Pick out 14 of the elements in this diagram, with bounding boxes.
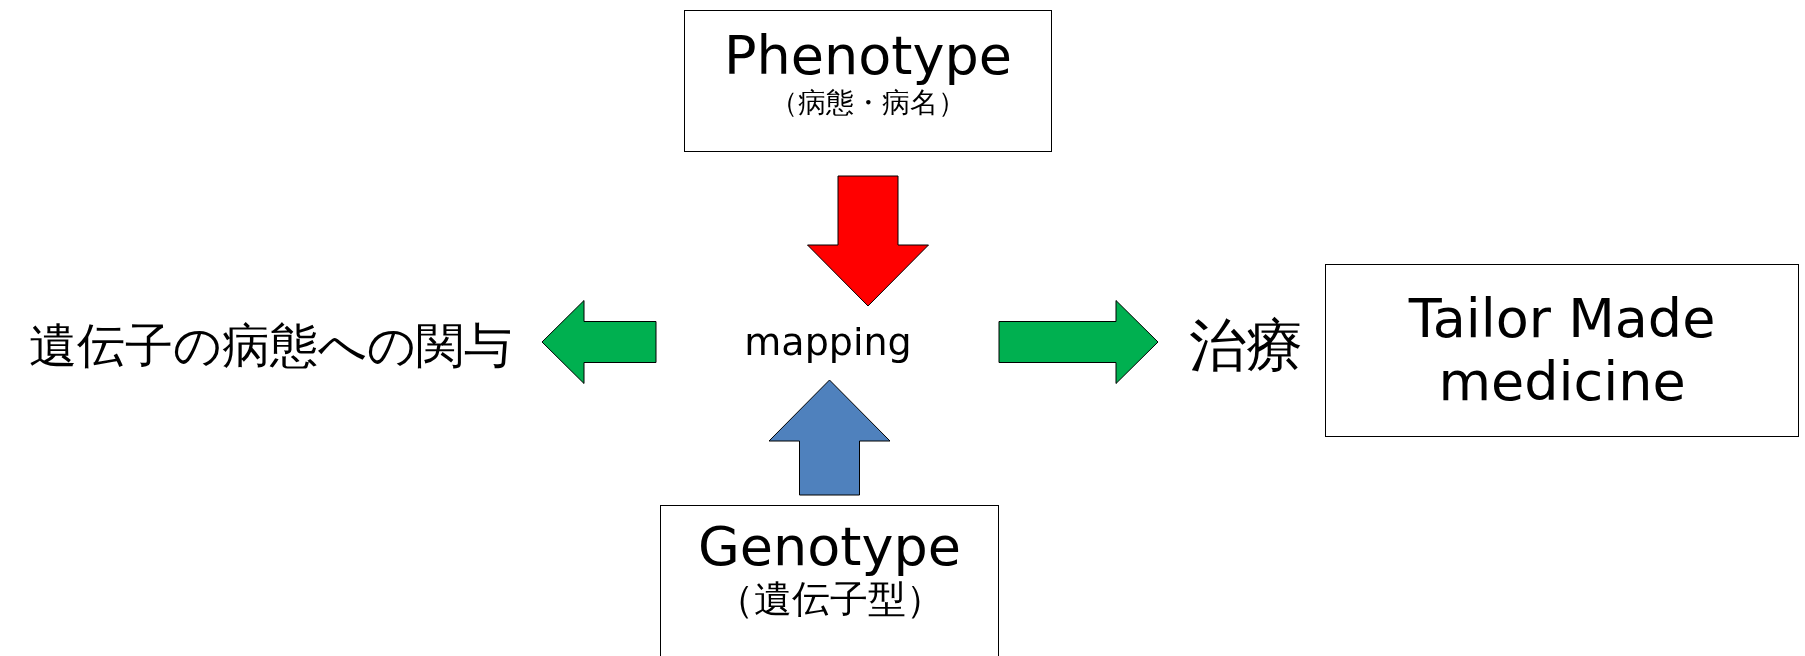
subtitle-text: （病態・病名）: [770, 87, 966, 120]
block-arrow: [998, 300, 1159, 384]
tailor-made-box: [1325, 264, 1799, 437]
heading-text: Genotype: [698, 516, 961, 579]
block-arrow: [768, 379, 891, 496]
heading-text: Tailor Made medicine: [1407, 288, 1717, 413]
subtitle-text: （遺伝子型）: [715, 578, 944, 622]
genotype-box: [660, 505, 999, 656]
treatment-label: 治療: [1180, 312, 1312, 378]
block-arrow: [807, 175, 929, 307]
phenotype-box: [684, 10, 1052, 152]
heading-text: Phenotype: [724, 25, 1012, 88]
gene-involvement-label: 遺伝子の病態への関与: [10, 316, 530, 374]
block-arrow: [541, 300, 657, 384]
